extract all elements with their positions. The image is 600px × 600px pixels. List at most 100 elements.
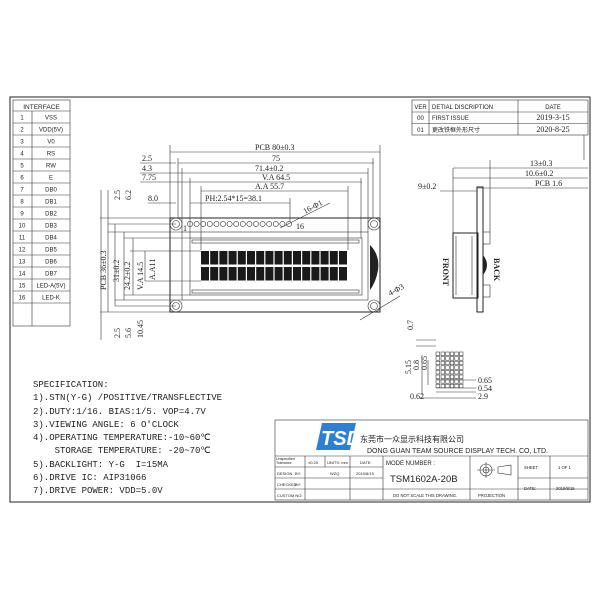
pin-number: 14 — [19, 272, 26, 278]
pin-number: 1 — [20, 116, 24, 122]
character-cell — [329, 251, 338, 265]
pin-number: 11 — [19, 236, 26, 242]
pin-name: DB3 — [45, 224, 57, 230]
checked-by: BY: — [295, 482, 301, 487]
viewing-area — [189, 237, 363, 296]
dot — [440, 351, 445, 356]
character-cell — [228, 251, 237, 265]
dim-dot-0-54: 0.54 — [478, 384, 492, 393]
dim-pins: 16-Φ1 — [302, 198, 324, 216]
dot — [459, 383, 464, 389]
title-block: TSD 东莞市一众显示科技有限公司 DONG GUAN TEAM SOURCE … — [274, 419, 589, 501]
dim-va-width: V.A 64.5 — [262, 173, 290, 182]
dim-4-3: 4.3 — [142, 164, 152, 173]
dot — [445, 356, 450, 361]
character-cell — [256, 251, 265, 265]
pin-number: 3 — [20, 140, 24, 146]
rev-date: 2019-3-15 — [536, 113, 569, 122]
rev-header-date: DATE — [545, 105, 561, 111]
character-cell — [320, 251, 329, 265]
dim-side-9: 9±0.2 — [418, 182, 436, 191]
dim-top-6-2: 6.2 — [124, 190, 133, 200]
dot — [445, 360, 450, 366]
projection-symbol — [477, 462, 512, 478]
dim-dot-5-15: 5.15 — [404, 360, 413, 374]
dim-75: 75 — [272, 154, 280, 163]
tolerance-label: Unspecified Tolerance — [276, 457, 295, 466]
rev-header-desc: DETIAL DISCRIPTION — [432, 105, 493, 111]
interface-title: INTERFACE — [23, 104, 60, 111]
model-label: MODE NUMBER : — [386, 461, 435, 467]
dot — [445, 383, 450, 389]
dot — [435, 379, 440, 384]
dim-pitch: PH:2.54*15=38.1 — [205, 194, 262, 203]
rev-desc: FIRST ISSUE — [432, 116, 469, 122]
character-cell — [265, 251, 274, 265]
dim-71-4: 71.4±0.2 — [255, 164, 283, 173]
dot — [449, 351, 455, 356]
dot-detail: 0.7 5.15 0.8 0.65 0.65 0.54 2.9 0.62 — [404, 320, 492, 401]
pin-pad — [206, 221, 213, 227]
character-cell — [339, 251, 347, 265]
dim-dot-0-65: 0.65 — [478, 376, 492, 385]
revision-table: VER DETIAL DISCRIPTION DATE 00 FIRST ISS… — [411, 99, 589, 160]
dim-bottom-5-6: 5.6 — [124, 328, 133, 338]
rev-ver: 00 — [417, 116, 424, 122]
character-cell — [237, 267, 246, 281]
spec-line: 5).BACKLIGHT: Y-G I=15MA — [33, 459, 169, 470]
dim-dot-2-9: 2.9 — [478, 392, 488, 401]
dot — [449, 370, 455, 375]
side-view: 13±0.3 10.6±0.2 PCB 1.6 9±0.2 FRONT BACK — [418, 159, 588, 313]
dot — [454, 365, 459, 370]
pin-pad — [226, 221, 233, 227]
designer: WZQ — [330, 471, 339, 476]
pin-pad — [200, 221, 207, 227]
dim-31: 31±0.2 — [112, 260, 121, 282]
bezel-outline — [181, 231, 369, 301]
character-cell — [219, 251, 228, 265]
front-label: FRONT — [441, 258, 450, 287]
character-cell — [247, 251, 255, 265]
pin-number: 6 — [20, 176, 24, 182]
model-number: TSM1602A-20B — [390, 474, 458, 485]
dot — [449, 365, 455, 370]
pin-name: VDD(5V) — [39, 128, 63, 134]
dot — [449, 379, 455, 384]
pin-pad — [233, 221, 240, 227]
sheet-value: 1 OF 1 — [558, 465, 571, 470]
character-cell — [293, 267, 301, 281]
dot — [435, 360, 440, 366]
pin-pad — [272, 221, 279, 227]
pin-name: RS — [47, 152, 55, 158]
character-cell — [256, 267, 265, 281]
pin-number: 12 — [19, 248, 26, 254]
dot — [445, 370, 450, 375]
dot — [440, 374, 445, 379]
dot — [440, 360, 445, 366]
dim-va-height: V.A 14.5 — [136, 262, 145, 290]
character-cell — [274, 251, 283, 265]
dot — [435, 383, 440, 389]
dot — [459, 370, 464, 375]
pin-number: 2 — [20, 128, 24, 134]
spec-title: SPECIFICATION: — [33, 380, 109, 390]
character-cell — [219, 267, 228, 281]
dot — [454, 374, 459, 379]
dot — [445, 374, 450, 379]
pin-pad — [253, 221, 259, 227]
backlight-led — [370, 245, 379, 290]
spec-line: 2).DUTY:1/16. BIAS:1/5. VOP=4.7V — [33, 406, 206, 417]
dim-side-pcb: PCB 1.6 — [535, 179, 562, 188]
dim-2-5: 2.5 — [142, 154, 152, 163]
character-cell — [247, 267, 255, 281]
character-cell — [228, 267, 237, 281]
